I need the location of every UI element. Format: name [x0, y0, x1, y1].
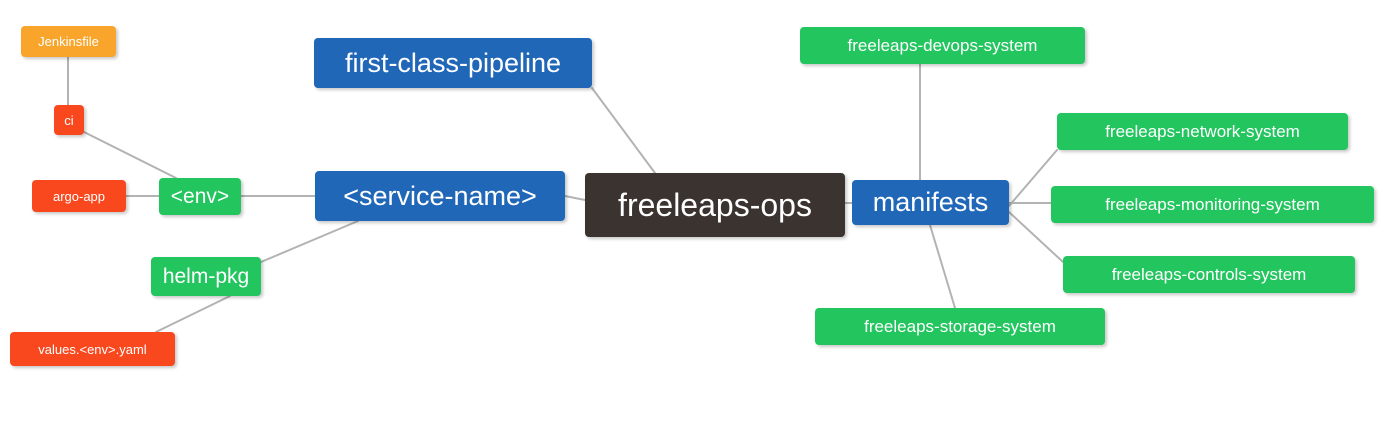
node-label-first-class-pipeline: first-class-pipeline — [344, 47, 562, 78]
edge-manifests-to-freeleaps-network-system — [1008, 149, 1058, 207]
node-label-freeleaps-ops: freeleaps-ops — [618, 187, 812, 223]
node-label-freeleaps-controls-system: freeleaps-controls-system — [1111, 265, 1307, 284]
node-env[interactable]: <env> — [159, 178, 241, 215]
node-label-helm-pkg: helm-pkg — [162, 265, 250, 288]
edge-first-class-pipeline-to-freeleaps-ops — [591, 87, 656, 174]
node-label-manifests: manifests — [872, 187, 989, 217]
node-label-freeleaps-network-system: freeleaps-network-system — [1105, 122, 1300, 141]
node-freeleaps-controls-system[interactable]: freeleaps-controls-system — [1063, 256, 1355, 293]
edge-values-env-yaml-to-helm-pkg — [155, 295, 231, 333]
node-label-env: <env> — [170, 185, 230, 208]
edge-ci-to-env — [83, 131, 177, 179]
node-service-name[interactable]: <service-name> — [315, 171, 565, 221]
node-label-freeleaps-monitoring-system: freeleaps-monitoring-system — [1105, 195, 1320, 214]
node-freeleaps-network-system[interactable]: freeleaps-network-system — [1057, 113, 1348, 150]
node-helm-pkg[interactable]: helm-pkg — [151, 257, 261, 296]
node-ci[interactable]: ci — [54, 105, 84, 135]
node-label-values-env-yaml: values.<env>.yaml — [38, 341, 147, 357]
edge-manifests-to-freeleaps-storage-system — [929, 224, 956, 309]
node-label-jenkinsfile: Jenkinsfile — [38, 34, 99, 49]
edge-helm-pkg-to-service-name — [260, 220, 359, 263]
node-label-service-name: <service-name> — [343, 180, 537, 211]
node-label-argo-app: argo-app — [52, 188, 106, 204]
node-manifests[interactable]: manifests — [852, 180, 1009, 225]
node-freeleaps-storage-system[interactable]: freeleaps-storage-system — [815, 308, 1105, 345]
node-jenkinsfile[interactable]: Jenkinsfile — [21, 26, 116, 57]
node-argo-app[interactable]: argo-app — [32, 180, 126, 212]
node-values-env-yaml[interactable]: values.<env>.yaml — [10, 332, 175, 366]
node-freeleaps-monitoring-system[interactable]: freeleaps-monitoring-system — [1051, 186, 1374, 223]
edge-service-name-to-freeleaps-ops — [564, 195, 586, 201]
node-label-freeleaps-storage-system: freeleaps-storage-system — [864, 317, 1056, 336]
node-label-freeleaps-devops-system: freeleaps-devops-system — [847, 36, 1038, 55]
node-label-ci: ci — [64, 112, 74, 128]
node-freeleaps-devops-system[interactable]: freeleaps-devops-system — [800, 27, 1085, 64]
node-first-class-pipeline[interactable]: first-class-pipeline — [314, 38, 592, 88]
node-freeleaps-ops[interactable]: freeleaps-ops — [585, 173, 845, 237]
